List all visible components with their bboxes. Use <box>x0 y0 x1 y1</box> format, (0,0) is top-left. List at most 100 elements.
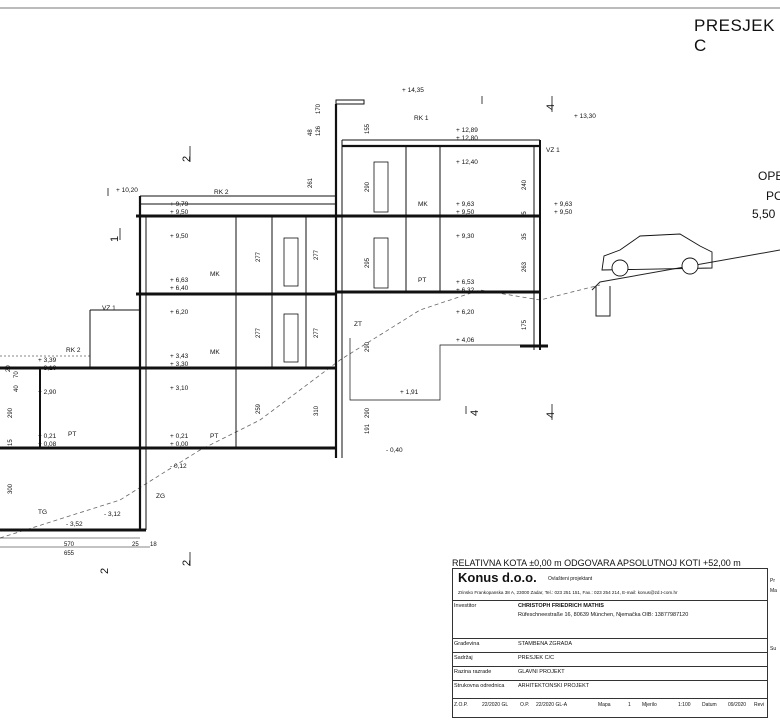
drawing-title: PRESJEK C <box>694 16 775 55</box>
dim-v26: 40 <box>14 385 20 392</box>
room-mk2: MK <box>210 271 220 278</box>
level-r6: + 6,53 <box>456 279 475 286</box>
side-note-0: OPE <box>758 169 780 183</box>
building-structure <box>0 99 548 532</box>
section-2a: 2 <box>181 156 193 162</box>
level-roof: + 14,35 <box>402 87 424 94</box>
dim-v5: 290 <box>365 181 371 192</box>
section-4a: 4 <box>545 104 557 110</box>
section-4c: 4 <box>469 410 481 416</box>
dim-v7: 15 <box>522 211 528 218</box>
level-labels: + 14,35 + 13,30 + 12,89 + 12,80 + 12,40 … <box>38 87 596 528</box>
side-note: OPE PO 5,50 <box>752 169 780 221</box>
dim-v10: 277 <box>256 251 262 262</box>
level-l9: + 3,10 <box>170 385 189 392</box>
room-vz1b: VZ 1 <box>102 305 116 312</box>
dim-v16: 175 <box>522 319 528 330</box>
level-fl2: + 2,90 <box>38 389 57 396</box>
side-note-2: 5,50 <box>752 207 776 221</box>
level-r9: + 4,06 <box>456 337 475 344</box>
level-r11: - 0,40 <box>386 447 403 454</box>
level-l4: + 6,63 <box>170 277 189 284</box>
dim-v24: 20 <box>6 365 12 372</box>
company-subtitle: Ovlašteni projektant <box>548 576 593 582</box>
dim-v2: 170 <box>316 103 322 114</box>
level-r1: + 12,80 <box>456 135 478 142</box>
room-rk1: RK 1 <box>414 115 429 122</box>
room-vz1a: VZ 1 <box>546 147 560 154</box>
dim-v19: 310 <box>314 405 320 416</box>
dim-v25: 70 <box>14 371 20 378</box>
level-top: + 13,30 <box>574 113 596 120</box>
car-icon <box>601 233 713 277</box>
section-2c: 2 <box>99 568 111 574</box>
level-l11: + 0,00 <box>170 441 189 448</box>
dim-v11: 35 <box>522 233 528 240</box>
company-name: Konus d.o.o. <box>458 570 537 585</box>
dim-v18: 259 <box>256 403 262 414</box>
level-fl1: + 3,10 <box>38 365 57 372</box>
section-labels: 1 2 2 4 4 4 2 <box>99 104 557 574</box>
level-fl0: + 3,39 <box>38 357 57 364</box>
dim-v3: 155 <box>365 123 371 134</box>
level-fl4: + 0,08 <box>38 441 57 448</box>
room-pt2: PT <box>210 433 218 440</box>
dim-v12: 263 <box>522 261 528 272</box>
level-l3: + 9,50 <box>170 233 189 240</box>
dim-h2: 25 <box>132 542 139 548</box>
level-rs1: + 9,50 <box>554 209 573 216</box>
dim-v9: 295 <box>365 257 371 268</box>
row-strukovna: Strukovna odrednica ARHITEKTONSKI PROJEK… <box>452 680 768 695</box>
windows <box>283 161 389 363</box>
terrain-line <box>0 284 601 539</box>
room-mk3: MK <box>210 349 220 356</box>
ground-right <box>591 249 780 317</box>
room-tg: TG <box>38 509 47 516</box>
room-labels: RK 1 RK 2 RK 2 MK MK MK PT PT PT ZT ZG T… <box>38 115 560 516</box>
room-zt: ZT <box>354 321 362 328</box>
room-pt1: PT <box>418 277 426 284</box>
dim-v1: 48 <box>308 129 314 136</box>
level-r5: + 9,30 <box>456 233 475 240</box>
level-r8: + 6,20 <box>456 309 475 316</box>
title-block-frame <box>452 568 768 718</box>
level-fl5: - 3,52 <box>66 521 83 528</box>
dim-v21: 300 <box>8 483 14 494</box>
section-markers <box>107 96 553 566</box>
level-l0: + 10,20 <box>116 187 138 194</box>
level-l5: + 6,40 <box>170 285 189 292</box>
horizontal-dimensions: 570 655 25 18 <box>0 537 157 557</box>
row-footer: Z.O.P. 22/2020 GL O.P. 22/2020 GL-A Mapa… <box>452 698 768 713</box>
side-note-1: PO <box>766 189 780 203</box>
title-block: Konus d.o.o. Ovlašteni projektant Zrinsk… <box>452 566 780 722</box>
level-r7: + 6,32 <box>456 287 475 294</box>
right-col: Pr Ma Su <box>770 578 777 652</box>
level-fl3: + 0,21 <box>38 433 57 440</box>
dim-v17: 290 <box>365 407 371 418</box>
dim-v13: 277 <box>314 327 320 338</box>
dim-v6: 240 <box>522 179 528 190</box>
company-address: Zrinsko Frankopanska 38 A, 23000 Zadar, … <box>458 590 678 595</box>
level-l1: + 9,79 <box>170 201 189 208</box>
dim-h1: 655 <box>64 551 75 557</box>
level-l2: + 9,50 <box>170 209 189 216</box>
level-r4: + 9,50 <box>456 209 475 216</box>
level-l8: + 3,30 <box>170 361 189 368</box>
row-investitor: Investitor CHRISTOPH FRIEDRICH MATHIS Rü… <box>452 600 768 637</box>
dim-v15: 277 <box>256 327 262 338</box>
room-rk2a: RK 2 <box>214 189 229 196</box>
room-zg: ZG <box>156 493 165 500</box>
dim-v20: 191 <box>365 423 371 434</box>
dim-h3: 18 <box>150 542 157 548</box>
section-4b: 4 <box>545 412 557 418</box>
level-r3: + 9,63 <box>456 201 475 208</box>
room-rk2b: RK 2 <box>66 347 81 354</box>
section-1: 1 <box>109 236 121 242</box>
dim-v22: 290 <box>8 407 14 418</box>
dim-v14: 290 <box>365 341 371 352</box>
level-l13: - 3,12 <box>104 511 121 518</box>
dim-v23: 15 <box>8 439 14 446</box>
dim-h0: 570 <box>64 542 75 548</box>
dim-v8: 277 <box>314 249 320 260</box>
